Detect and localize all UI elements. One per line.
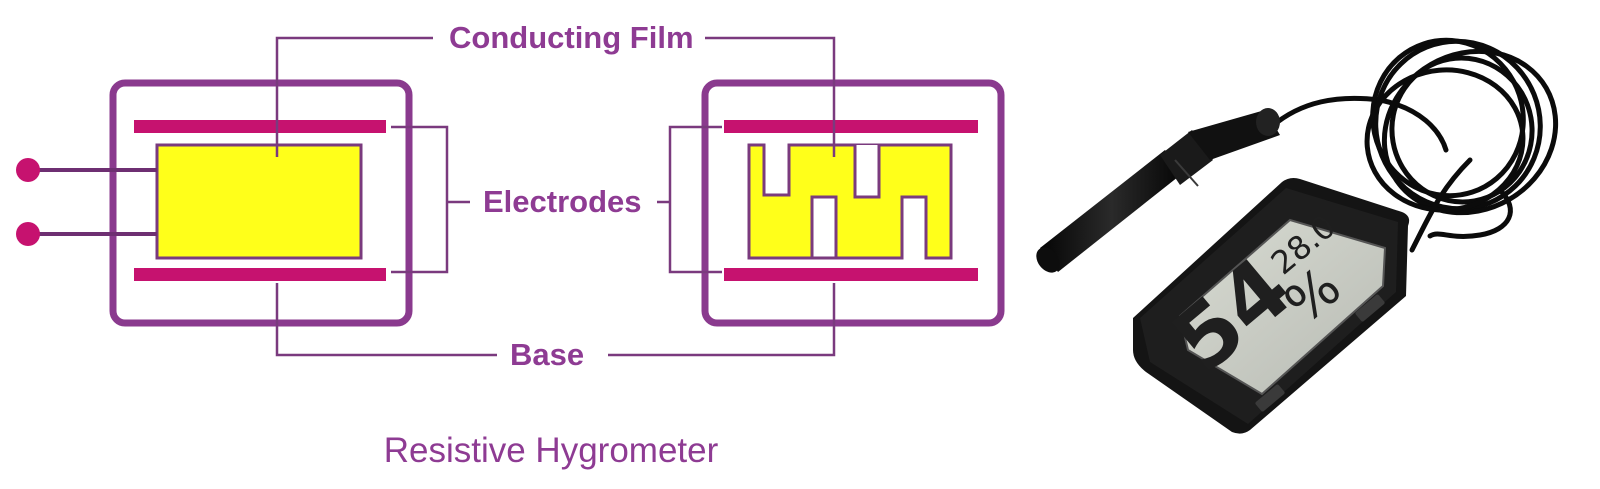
right-conducting-film-meander — [747, 143, 953, 260]
left-bottom-electrode — [134, 268, 386, 281]
caption: Resistive Hygrometer — [384, 431, 719, 470]
right-film-notch — [853, 145, 881, 199]
temperature-humidity-meter-photo-icon: 28.0 ° % 54 — [1036, 37, 1559, 434]
electrodes-bracket-left — [391, 125, 449, 274]
left-conducting-film — [155, 143, 363, 260]
right-housing — [701, 79, 1005, 327]
right-bottom-electrode — [724, 268, 978, 281]
base-leader-left — [275, 283, 497, 357]
left-sensor — [16, 79, 413, 327]
left-housing — [109, 79, 413, 327]
right-top-electrode — [724, 120, 978, 133]
label-conducting-film: Conducting Film — [449, 20, 694, 55]
terminal-dot-icon — [16, 158, 40, 182]
film-leader-right — [705, 36, 836, 157]
lcd-glass — [1178, 218, 1387, 396]
cable-coil — [1265, 37, 1559, 253]
label-base: Base — [510, 337, 584, 372]
electrodes-bracket-right — [668, 125, 722, 274]
probe — [1036, 108, 1280, 273]
terminal-dot-icon — [16, 222, 40, 246]
left-top-electrode — [134, 120, 386, 133]
label-electrodes: Electrodes — [483, 184, 642, 219]
base-leader-right — [608, 283, 836, 357]
meter-body — [1133, 178, 1410, 434]
right-sensor — [701, 79, 1005, 327]
leader-lines — [275, 36, 836, 357]
film-leader-left — [275, 36, 433, 157]
